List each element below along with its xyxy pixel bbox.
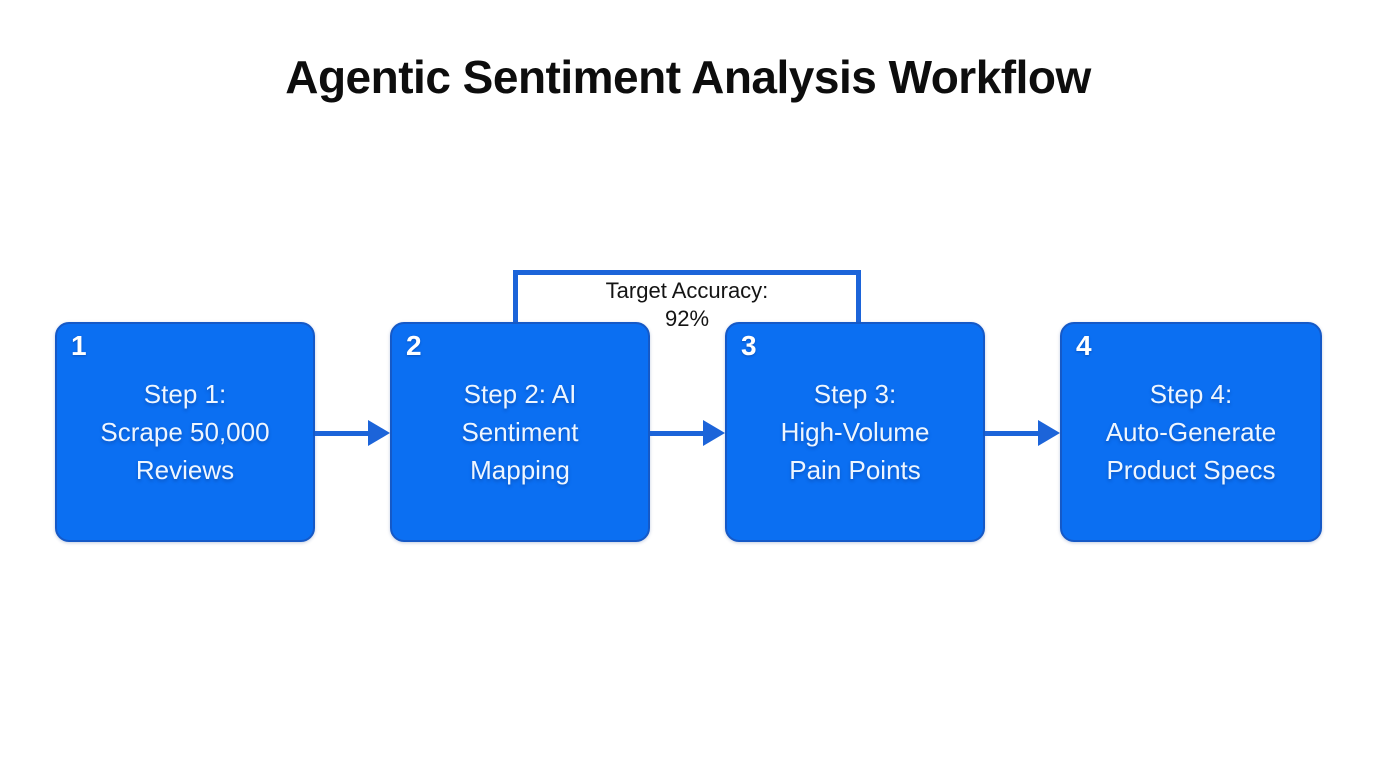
step-label-line: High-Volume [780, 417, 930, 447]
annotation-value: 92% [664, 306, 710, 331]
annotation-label: Target Accuracy: [605, 278, 769, 303]
step-label: Step 2: AI Sentiment Mapping [392, 324, 648, 540]
step-number-badge: 1 [71, 330, 87, 361]
step-label-line: Step 2: AI [463, 379, 577, 409]
annotation-bracket-left-line [513, 270, 518, 322]
flow-arrow-icon [985, 420, 1060, 446]
step-label-line: Step 1: [143, 379, 227, 409]
step-label-line: Pain Points [789, 455, 921, 485]
flow-arrow-icon [315, 420, 390, 446]
step-label-line: Product Specs [1106, 455, 1276, 485]
step-label-line: Step 3: [813, 379, 897, 409]
arrow-head [1038, 420, 1060, 446]
flow-arrow-icon [650, 420, 725, 446]
arrow-shaft [315, 430, 372, 436]
arrow-shaft [650, 430, 707, 436]
annotation-bracket-right-line [856, 270, 861, 322]
step-label: Step 3: High-Volume Pain Points [727, 324, 983, 540]
step-label-line: Auto-Generate [1105, 417, 1277, 447]
step-label-line: Step 4: [1149, 379, 1233, 409]
step-label: Step 4: Auto-Generate Product Specs [1062, 324, 1320, 540]
step-node-4: 4 Step 4: Auto-Generate Product Specs [1060, 322, 1322, 542]
arrow-head [368, 420, 390, 446]
step-label-line: Reviews [135, 455, 235, 485]
step-label-line: Scrape 50,000 [100, 417, 270, 447]
step-node-2: 2 Step 2: AI Sentiment Mapping [390, 322, 650, 542]
step-node-1: 1 Step 1: Scrape 50,000 Reviews [55, 322, 315, 542]
step-number-badge: 2 [406, 330, 422, 361]
step-node-3: 3 Step 3: High-Volume Pain Points [725, 322, 985, 542]
step-number-badge: 4 [1076, 330, 1092, 361]
step-number-badge: 3 [741, 330, 757, 361]
arrow-head [703, 420, 725, 446]
step-label-line: Sentiment [461, 417, 579, 447]
step-label-line: Mapping [470, 455, 570, 485]
page-title: Agentic Sentiment Analysis Workflow [285, 51, 1091, 103]
step-label: Step 1: Scrape 50,000 Reviews [57, 324, 313, 540]
arrow-shaft [985, 430, 1042, 436]
target-accuracy-annotation: Target Accuracy: 92% [513, 277, 861, 333]
annotation-bracket-top-line [513, 270, 861, 275]
